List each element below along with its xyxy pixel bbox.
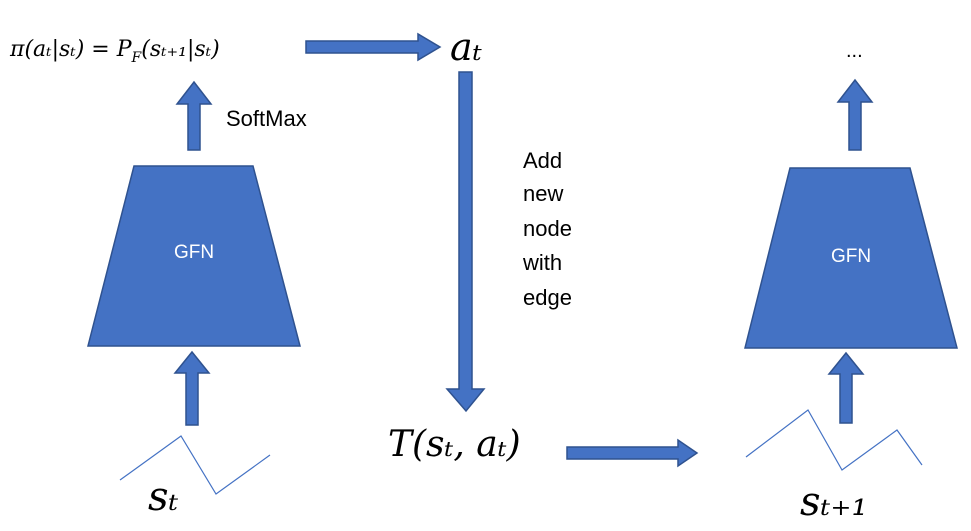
- state-right-label: sₜ₊₁: [800, 479, 868, 525]
- softmax-label: SoftMax: [226, 106, 307, 131]
- state-graph-right: [745, 409, 923, 471]
- policy-formula: π(aₜ|sₜ) = PF(sₜ₊₁|sₜ): [9, 37, 220, 66]
- gfn-block-right: [744, 167, 958, 349]
- step-line: edge: [523, 285, 572, 310]
- arrow-transition-to-next-state: [566, 438, 699, 468]
- gfn-left-label: GFN: [174, 242, 214, 263]
- arrow-state-to-gfn-right: [827, 351, 865, 424]
- step-line: new: [523, 181, 563, 206]
- arrow-state-to-gfn-left: [173, 350, 211, 426]
- ellipsis-label: ...: [846, 40, 863, 62]
- arrow-formula-to-action: [305, 32, 442, 62]
- state-graph-left: [119, 435, 271, 495]
- arrow-gfn-right-up: [836, 78, 874, 151]
- gfn-block-left: [87, 165, 301, 347]
- arrow-gfn-to-softmax: [175, 80, 213, 151]
- state-left-label: sₜ: [148, 474, 179, 520]
- transition-label: T(sₜ, aₜ): [388, 424, 521, 465]
- step-line: with: [522, 250, 562, 275]
- step-line: node: [523, 216, 572, 241]
- action-label: aₜ: [450, 25, 483, 69]
- arrow-action-to-transition: [445, 71, 486, 413]
- step-description: Add new node with edge: [522, 148, 578, 310]
- step-line: Add: [523, 148, 562, 173]
- gfn-right-label: GFN: [831, 246, 871, 267]
